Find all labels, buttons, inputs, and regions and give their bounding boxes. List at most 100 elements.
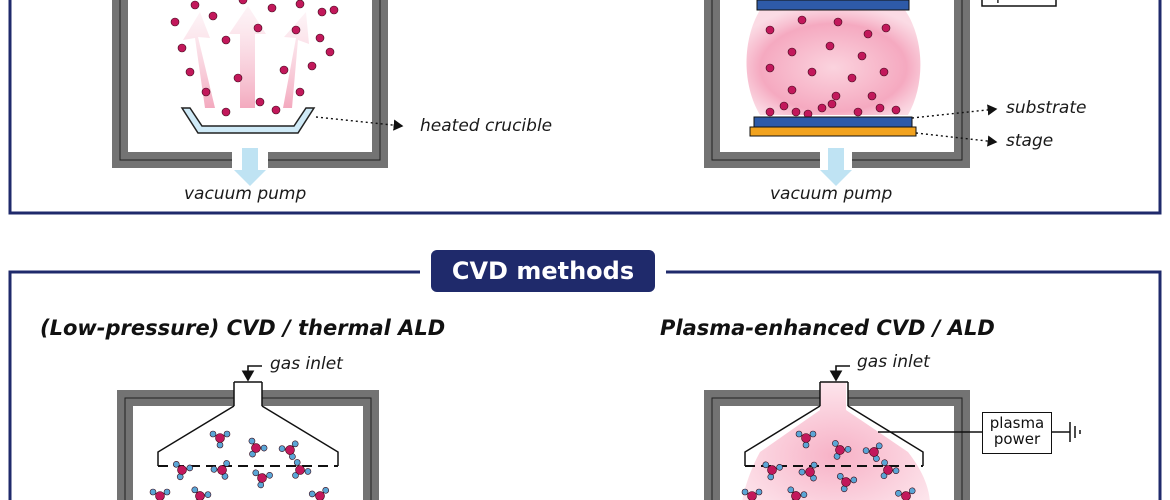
label-stage: stage (1006, 131, 1054, 151)
evaporated-particle (329, 5, 339, 15)
power-box (981, 0, 1057, 7)
cvd-left-showerhead (157, 405, 339, 466)
pvd-panel-frame (8, 0, 1162, 215)
left-pump-arrow (234, 148, 266, 186)
cvd-right-inlet-arrow (829, 365, 850, 382)
cvd-left-inlet-arrow (241, 365, 262, 382)
substrate-plate (753, 116, 913, 128)
metal-atom (217, 465, 227, 475)
label-heated-crucible: heated crucible (420, 116, 553, 136)
ligand-atom (260, 444, 268, 452)
ligand-atom (191, 486, 199, 494)
ligand-atom (850, 476, 858, 484)
metal-atom (901, 491, 911, 500)
evaporated-particle (267, 3, 277, 13)
evaporated-particle (201, 87, 211, 97)
evaporated-particle (279, 65, 289, 75)
sputtered-particle (797, 15, 807, 25)
ligand-atom (223, 460, 230, 467)
evaporated-particle (291, 25, 301, 35)
precursor-molecule (308, 487, 330, 500)
precursor-molecule (292, 459, 312, 479)
label-gas-inlet-right: gas inlet (857, 352, 930, 372)
cvd-right-showerhead (744, 405, 924, 466)
label-vacuum-pump-right: vacuum pump (770, 184, 893, 204)
label-gas-inlet-left: gas inlet (270, 354, 343, 374)
metal-atom (805, 467, 815, 477)
metal-atom (841, 477, 851, 487)
metal-atom (295, 465, 305, 475)
ligand-atom (204, 491, 212, 498)
sputtered-particle (847, 73, 857, 83)
metal-atom (767, 465, 777, 475)
cvd-right-title: Plasma-enhanced CVD / ALD (660, 316, 995, 340)
crucible-leader (315, 116, 404, 131)
right-pump-arrow (820, 148, 852, 186)
metal-atom (869, 447, 879, 457)
ligand-atom (308, 490, 316, 498)
sputtered-particle (817, 103, 827, 113)
ligand-atom (210, 466, 218, 473)
cvd-left-gas-tube (233, 381, 263, 406)
ligand-atom (293, 459, 301, 466)
metal-atom (195, 491, 205, 500)
ligand-atom (762, 461, 770, 469)
ligand-atom (844, 446, 852, 453)
ligand-atom (895, 489, 902, 497)
metal-atom (835, 445, 845, 455)
evaporated-particles (170, 0, 339, 117)
ligand-atom (322, 487, 330, 494)
ligand-atom (800, 491, 808, 498)
precursor-molecule (210, 460, 230, 480)
ligand-atom (291, 440, 299, 448)
ligand-atom (802, 441, 810, 449)
evaporated-particle (221, 35, 231, 45)
cvd-left-title: (Low-pressure) CVD / thermal ALD (40, 316, 446, 340)
precursor-molecule (836, 473, 858, 493)
plasma-precursor-molecules (741, 430, 916, 500)
evaporated-particle (325, 47, 335, 57)
precursor-molecule (172, 461, 194, 481)
sputtered-particle (863, 29, 873, 39)
label-substrate: substrate (1006, 98, 1087, 118)
precursor-molecule (252, 469, 273, 489)
cvd-methods-banner: CVD methods (431, 250, 655, 292)
ligand-atom (216, 441, 224, 449)
precursor-molecule (209, 430, 231, 449)
ligand-atom (248, 437, 256, 445)
stage-leader (915, 132, 998, 147)
ligand-atom (172, 461, 180, 468)
precursor-molecule (248, 437, 268, 458)
sputtered-particle (853, 107, 863, 117)
sputtered-particles (765, 15, 901, 119)
ligand-atom (875, 442, 883, 450)
ligand-atom (809, 430, 817, 438)
metal-atom (801, 433, 811, 443)
precursor-molecule (798, 461, 818, 482)
ligand-atom (810, 461, 818, 469)
metal-atom (257, 473, 267, 483)
precursor-molecule (880, 459, 900, 480)
plasma-power-line2: power (993, 430, 1041, 448)
sputtered-particle (791, 107, 801, 117)
stage-plate (749, 126, 917, 137)
ligand-atom (755, 488, 763, 496)
ground-symbol (1051, 422, 1081, 442)
metal-atom (883, 465, 893, 475)
target-electrode (756, 0, 910, 11)
ligand-atom (741, 488, 749, 496)
plasma-power-line1: plasma (989, 414, 1045, 432)
sputtered-particle (827, 99, 837, 109)
sputtered-particle (881, 23, 891, 33)
metal-atom (215, 433, 225, 443)
ligand-atom (149, 488, 157, 496)
precursor-molecules (149, 430, 330, 500)
ligand-atom (252, 469, 260, 477)
evaporated-particle (315, 33, 325, 43)
metal-atom (251, 443, 261, 453)
precursor-molecule (862, 442, 883, 462)
ligand-atom (223, 430, 231, 438)
sputtered-particle (807, 67, 817, 77)
ligand-atom (881, 459, 888, 467)
sputtered-particle (787, 47, 797, 57)
